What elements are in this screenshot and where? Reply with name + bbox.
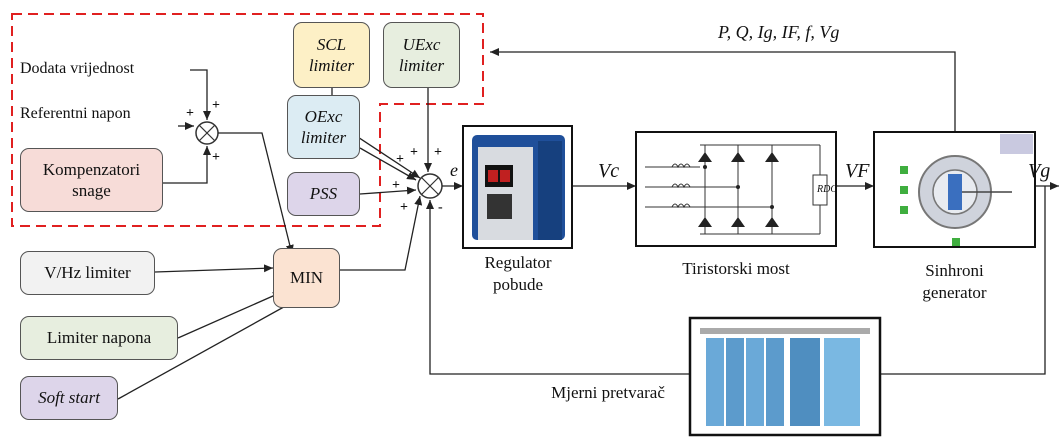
block-vhz-limiter: V/Hz limiter (20, 251, 155, 295)
sign-plus-dodata: + (212, 98, 220, 114)
block-uexc-limiter: UExc limiter (383, 22, 460, 88)
sign-plus-oexc: + (396, 152, 404, 168)
label-dodata-vrijednost: Dodata vrijednost (20, 60, 134, 78)
block-scl-limiter: SCL limiter (293, 22, 370, 88)
caption-mjerni-pretvarac: Mjerni pretvarač (528, 382, 688, 404)
sign-minus-feedback: - (438, 200, 443, 216)
thyristor-bridge-schematic (636, 132, 836, 246)
block-min: MIN (273, 248, 340, 308)
label-rdc: RDC (817, 184, 837, 195)
signal-error-e: e (450, 160, 458, 181)
signal-feedback-list: P, Q, Ig, IF, f, Vg (718, 22, 839, 43)
caption-regulator-pobude: Regulator pobude (466, 252, 570, 296)
signal-vg: Vg (1028, 160, 1050, 183)
sign-plus-ref: + (186, 106, 194, 122)
sign-plus-komp: + (212, 150, 220, 166)
excitation-regulator-image (463, 126, 572, 248)
block-pss: PSS (287, 172, 360, 216)
sign-plus-pss: + (392, 178, 400, 194)
label-referentni-napon: Referentni napon (20, 105, 131, 123)
synchronous-generator-image (874, 132, 1035, 247)
block-kompenzator-snage: Kompenzatori snage (20, 148, 163, 212)
sign-plus-uexc: + (434, 145, 442, 161)
signal-vf: VF (845, 160, 869, 183)
block-limiter-napona: Limiter napona (20, 316, 178, 360)
sign-plus-min: + (400, 200, 408, 216)
block-oexc-limiter: OExc limiter (287, 95, 360, 159)
caption-tiristorski-most: Tiristorski most (640, 258, 832, 280)
block-soft-start: Soft start (20, 376, 118, 420)
sign-plus-scl: + (410, 145, 418, 161)
measurement-transducer-image (690, 318, 880, 435)
signal-vc: Vc (598, 160, 619, 183)
caption-sinhroni-generator: Sinhroni generator (874, 260, 1035, 304)
